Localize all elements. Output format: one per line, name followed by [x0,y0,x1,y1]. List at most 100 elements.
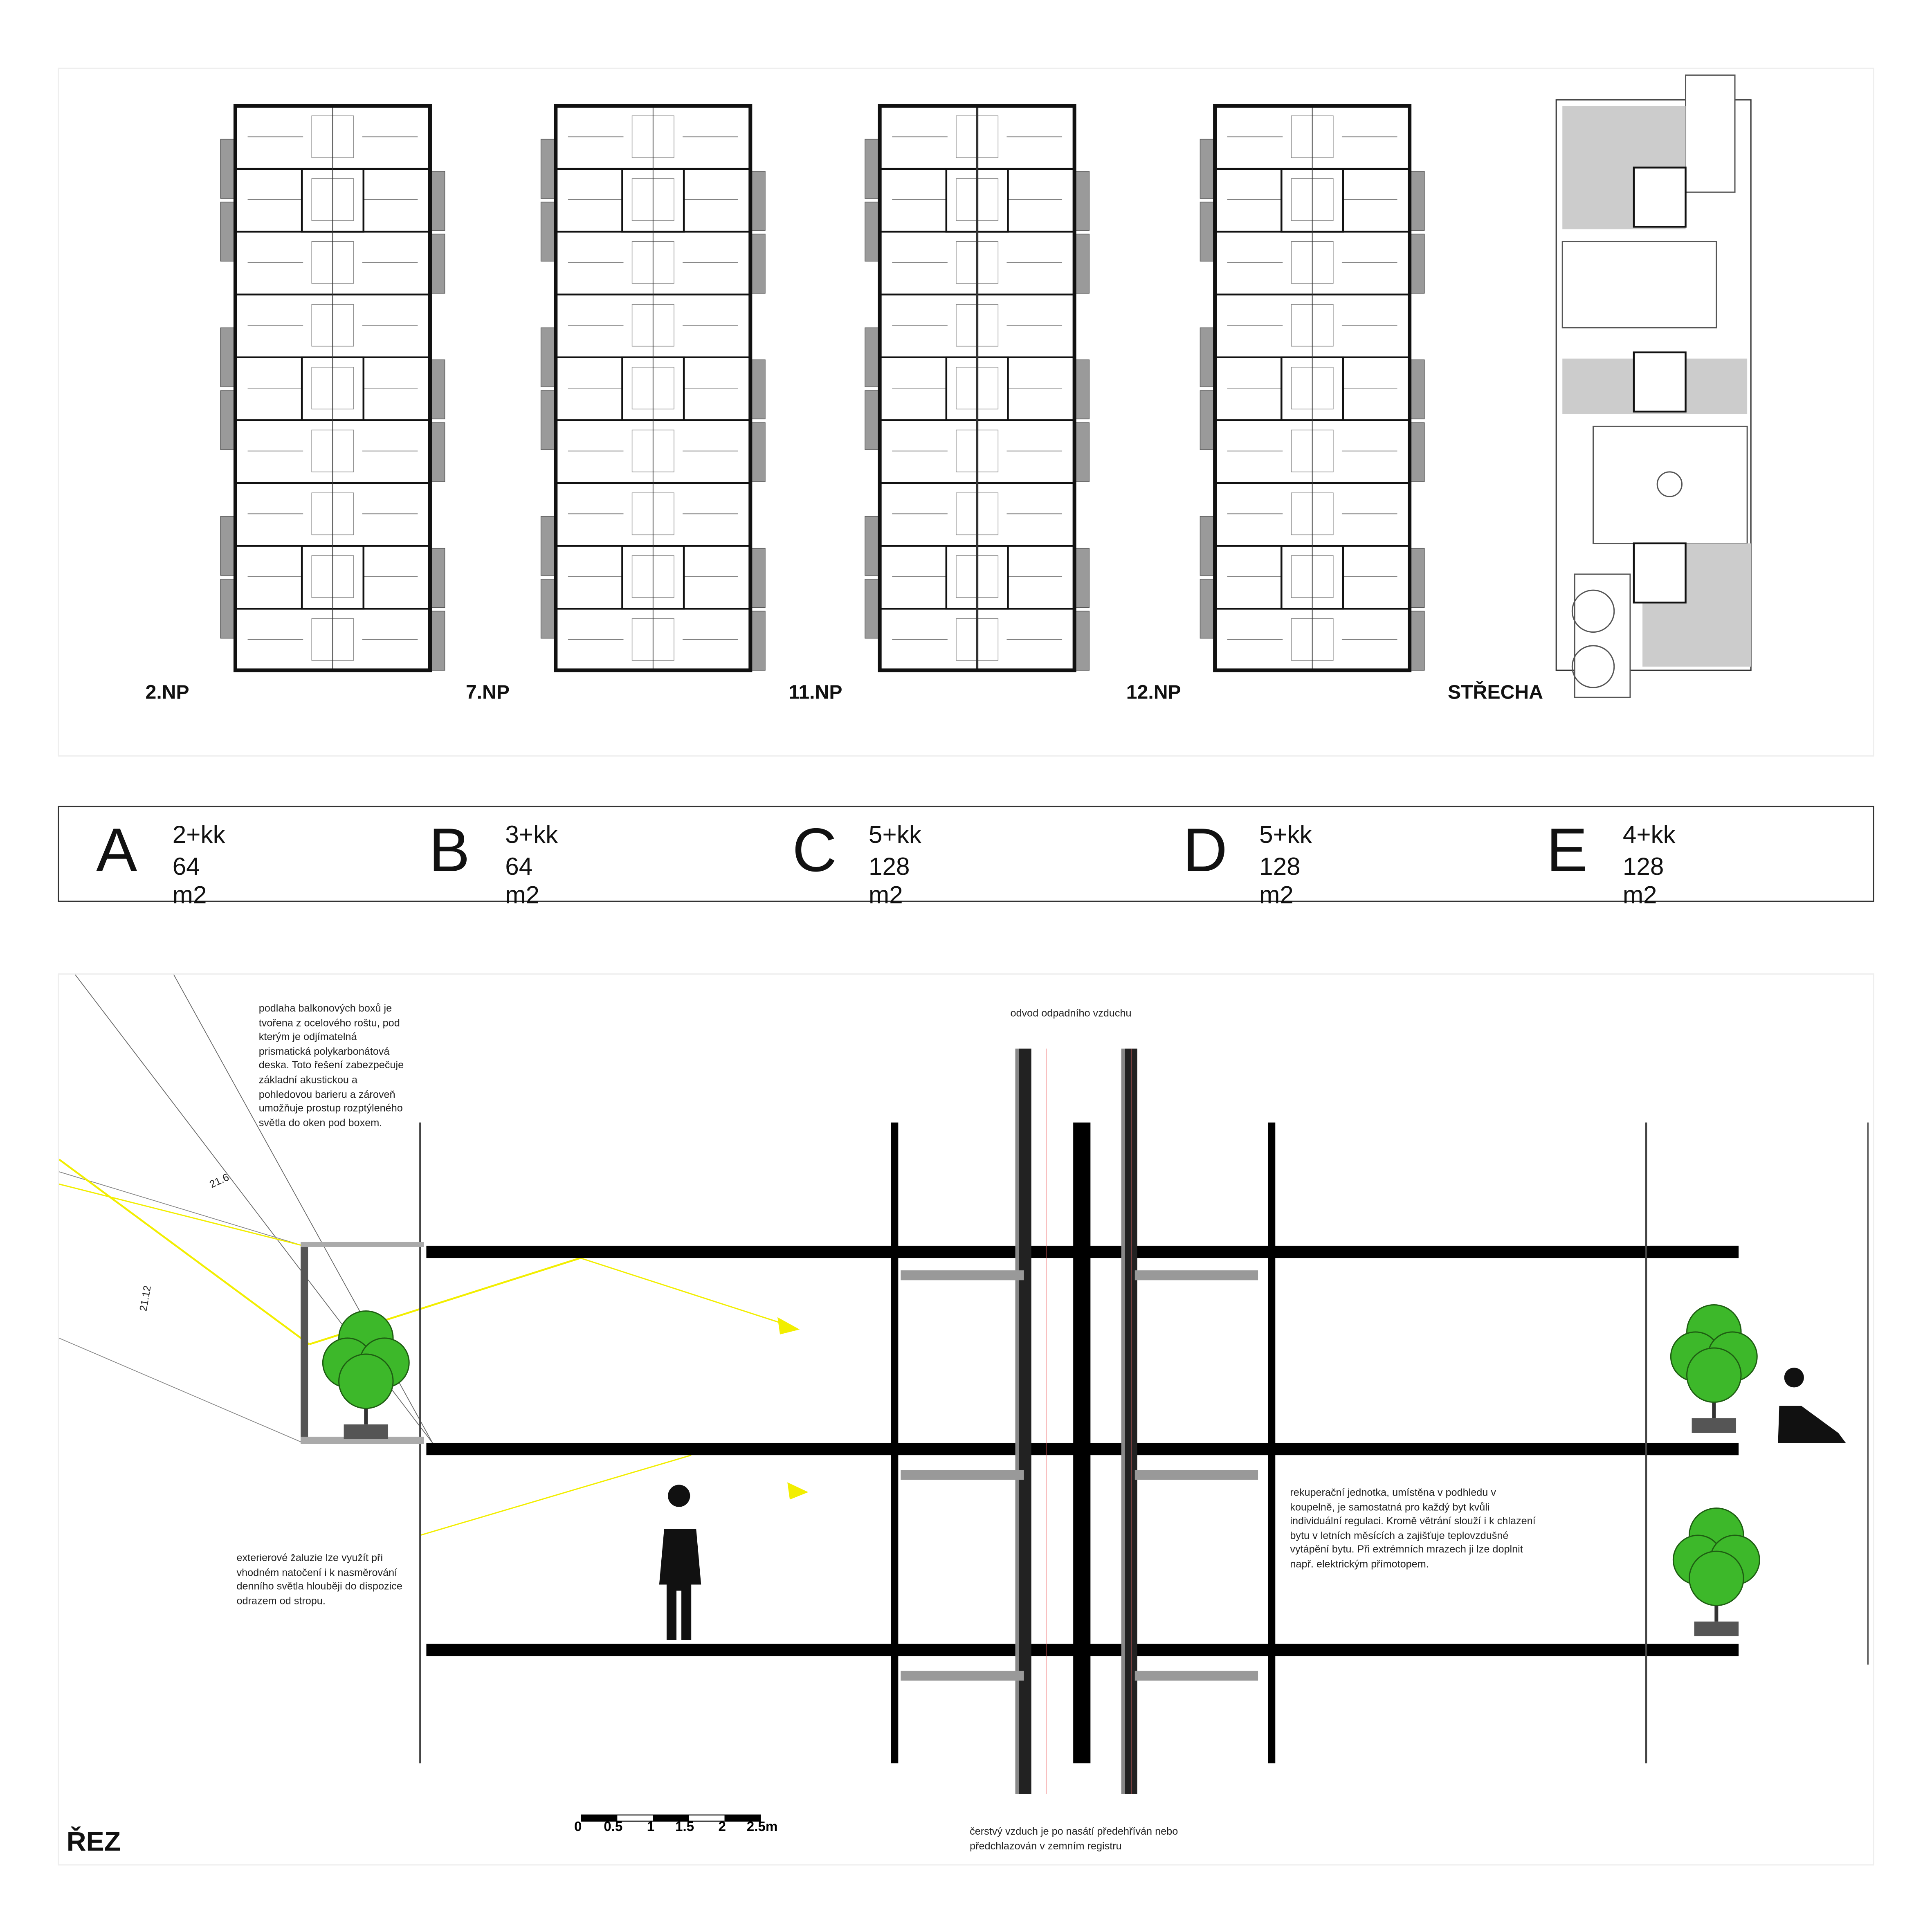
recuperation-unit [901,1270,1024,1281]
scale-bar-segment [617,1815,653,1821]
scale-bar-segment [689,1815,725,1821]
court-circle [1656,471,1683,497]
scale-tick: 2.5m [746,1820,778,1835]
legend-letter: B [429,815,470,885]
column [1268,1122,1276,1764]
column [1073,1122,1091,1764]
balcony [220,516,236,576]
section-panel [58,973,1874,1866]
balcony [540,202,556,262]
floor-plans-drawing [220,74,1752,698]
section-title: ŘEZ [66,1826,121,1857]
legend-area: 64 m2 [505,854,539,910]
plan-label-11np: 11.NP [789,683,842,704]
scale-bar-segment [582,1815,618,1821]
balcony [865,390,880,450]
person-silhouette-icon [659,1485,701,1640]
legend-letter: C [792,815,837,885]
balcony [220,327,236,387]
floor-slab [1650,1442,1739,1456]
legend-area: 128 m2 [1259,854,1301,910]
balcony [1200,516,1215,576]
recuperation-unit [1134,1470,1258,1480]
sun-angle-line [59,1171,303,1246]
legend-area: 128 m2 [1622,854,1664,910]
legend-type: 2+kk [172,822,225,849]
basketball-court [1593,425,1748,544]
balcony-floor [301,1242,424,1247]
note-blinds: exterierové žaluzie lze využít při vhodn… [236,1551,402,1607]
sitting-person-icon [1778,1368,1846,1443]
legend-letter: E [1546,815,1588,885]
balcony [1409,548,1425,608]
balcony [540,327,556,387]
scale-tick: 2 [718,1820,726,1835]
tree-icon [1689,1550,1744,1606]
stair-core [1633,542,1687,604]
balcony [1074,611,1090,671]
plan-label-2np: 2.NP [145,683,189,704]
balcony [1074,422,1090,482]
sun-angle-line [59,1338,303,1443]
light-ray [420,1454,692,1536]
legend-type: 5+kk [869,822,922,849]
plan-outline [233,104,432,672]
roof-structure [1685,74,1736,193]
water-tank [1571,645,1615,688]
balcony [1074,359,1090,420]
balcony [429,422,445,482]
note-exhaust: odvod odpadního vzduchu [1010,1006,1132,1019]
balcony [750,548,766,608]
air-duct [1019,1048,1031,1794]
floor-slab [1650,1644,1739,1656]
balcony [429,359,445,420]
balcony [1200,139,1215,199]
balcony [865,139,880,199]
floor-plans-panel [58,67,1874,757]
legend-type: 3+kk [505,822,558,849]
legend-type: 4+kk [1622,822,1676,849]
stair-core [1633,351,1687,413]
scale-tick: 1.5 [675,1820,694,1835]
light-ray [580,1257,790,1327]
planter [344,1424,389,1439]
plan-outline [554,104,753,672]
balcony [1409,422,1425,482]
balcony-box [301,1245,308,1443]
section-drawing [59,975,1869,1822]
balcony [429,171,445,231]
balcony [750,611,766,671]
scale-bar-segment [724,1815,760,1821]
recuperation-unit [1134,1270,1258,1281]
tree-icon [1686,1347,1742,1403]
balcony [540,390,556,450]
balcony [750,234,766,294]
plan-label-12np: 12.NP [1126,683,1181,704]
legend-letter: D [1183,815,1228,885]
light-ray [59,1159,310,1345]
balcony [1074,171,1090,231]
balcony [429,234,445,294]
column [891,1122,899,1764]
legend-type: 5+kk [1259,822,1312,849]
light-arrow [787,1482,809,1500]
balcony [750,171,766,231]
scale-tick: 0.5 [604,1820,623,1835]
recuperation-unit [901,1671,1024,1681]
scale-bar-segment [653,1815,689,1821]
note-balcony-floor: podlaha balkonových boxů je tvořena z oc… [258,1002,404,1128]
legend-letter: A [96,815,137,885]
floor-slab [1650,1245,1739,1258]
balcony [1409,611,1425,671]
tennis-court [1561,241,1717,328]
balcony [1409,234,1425,294]
balcony [1409,171,1425,231]
balcony [1200,327,1215,387]
balcony [865,516,880,576]
light-arrow [777,1317,800,1334]
note-fresh-air: čerstvý vzduch je po nasátí předehříván … [970,1824,1178,1852]
balcony [1409,359,1425,420]
water-tank [1571,589,1615,633]
